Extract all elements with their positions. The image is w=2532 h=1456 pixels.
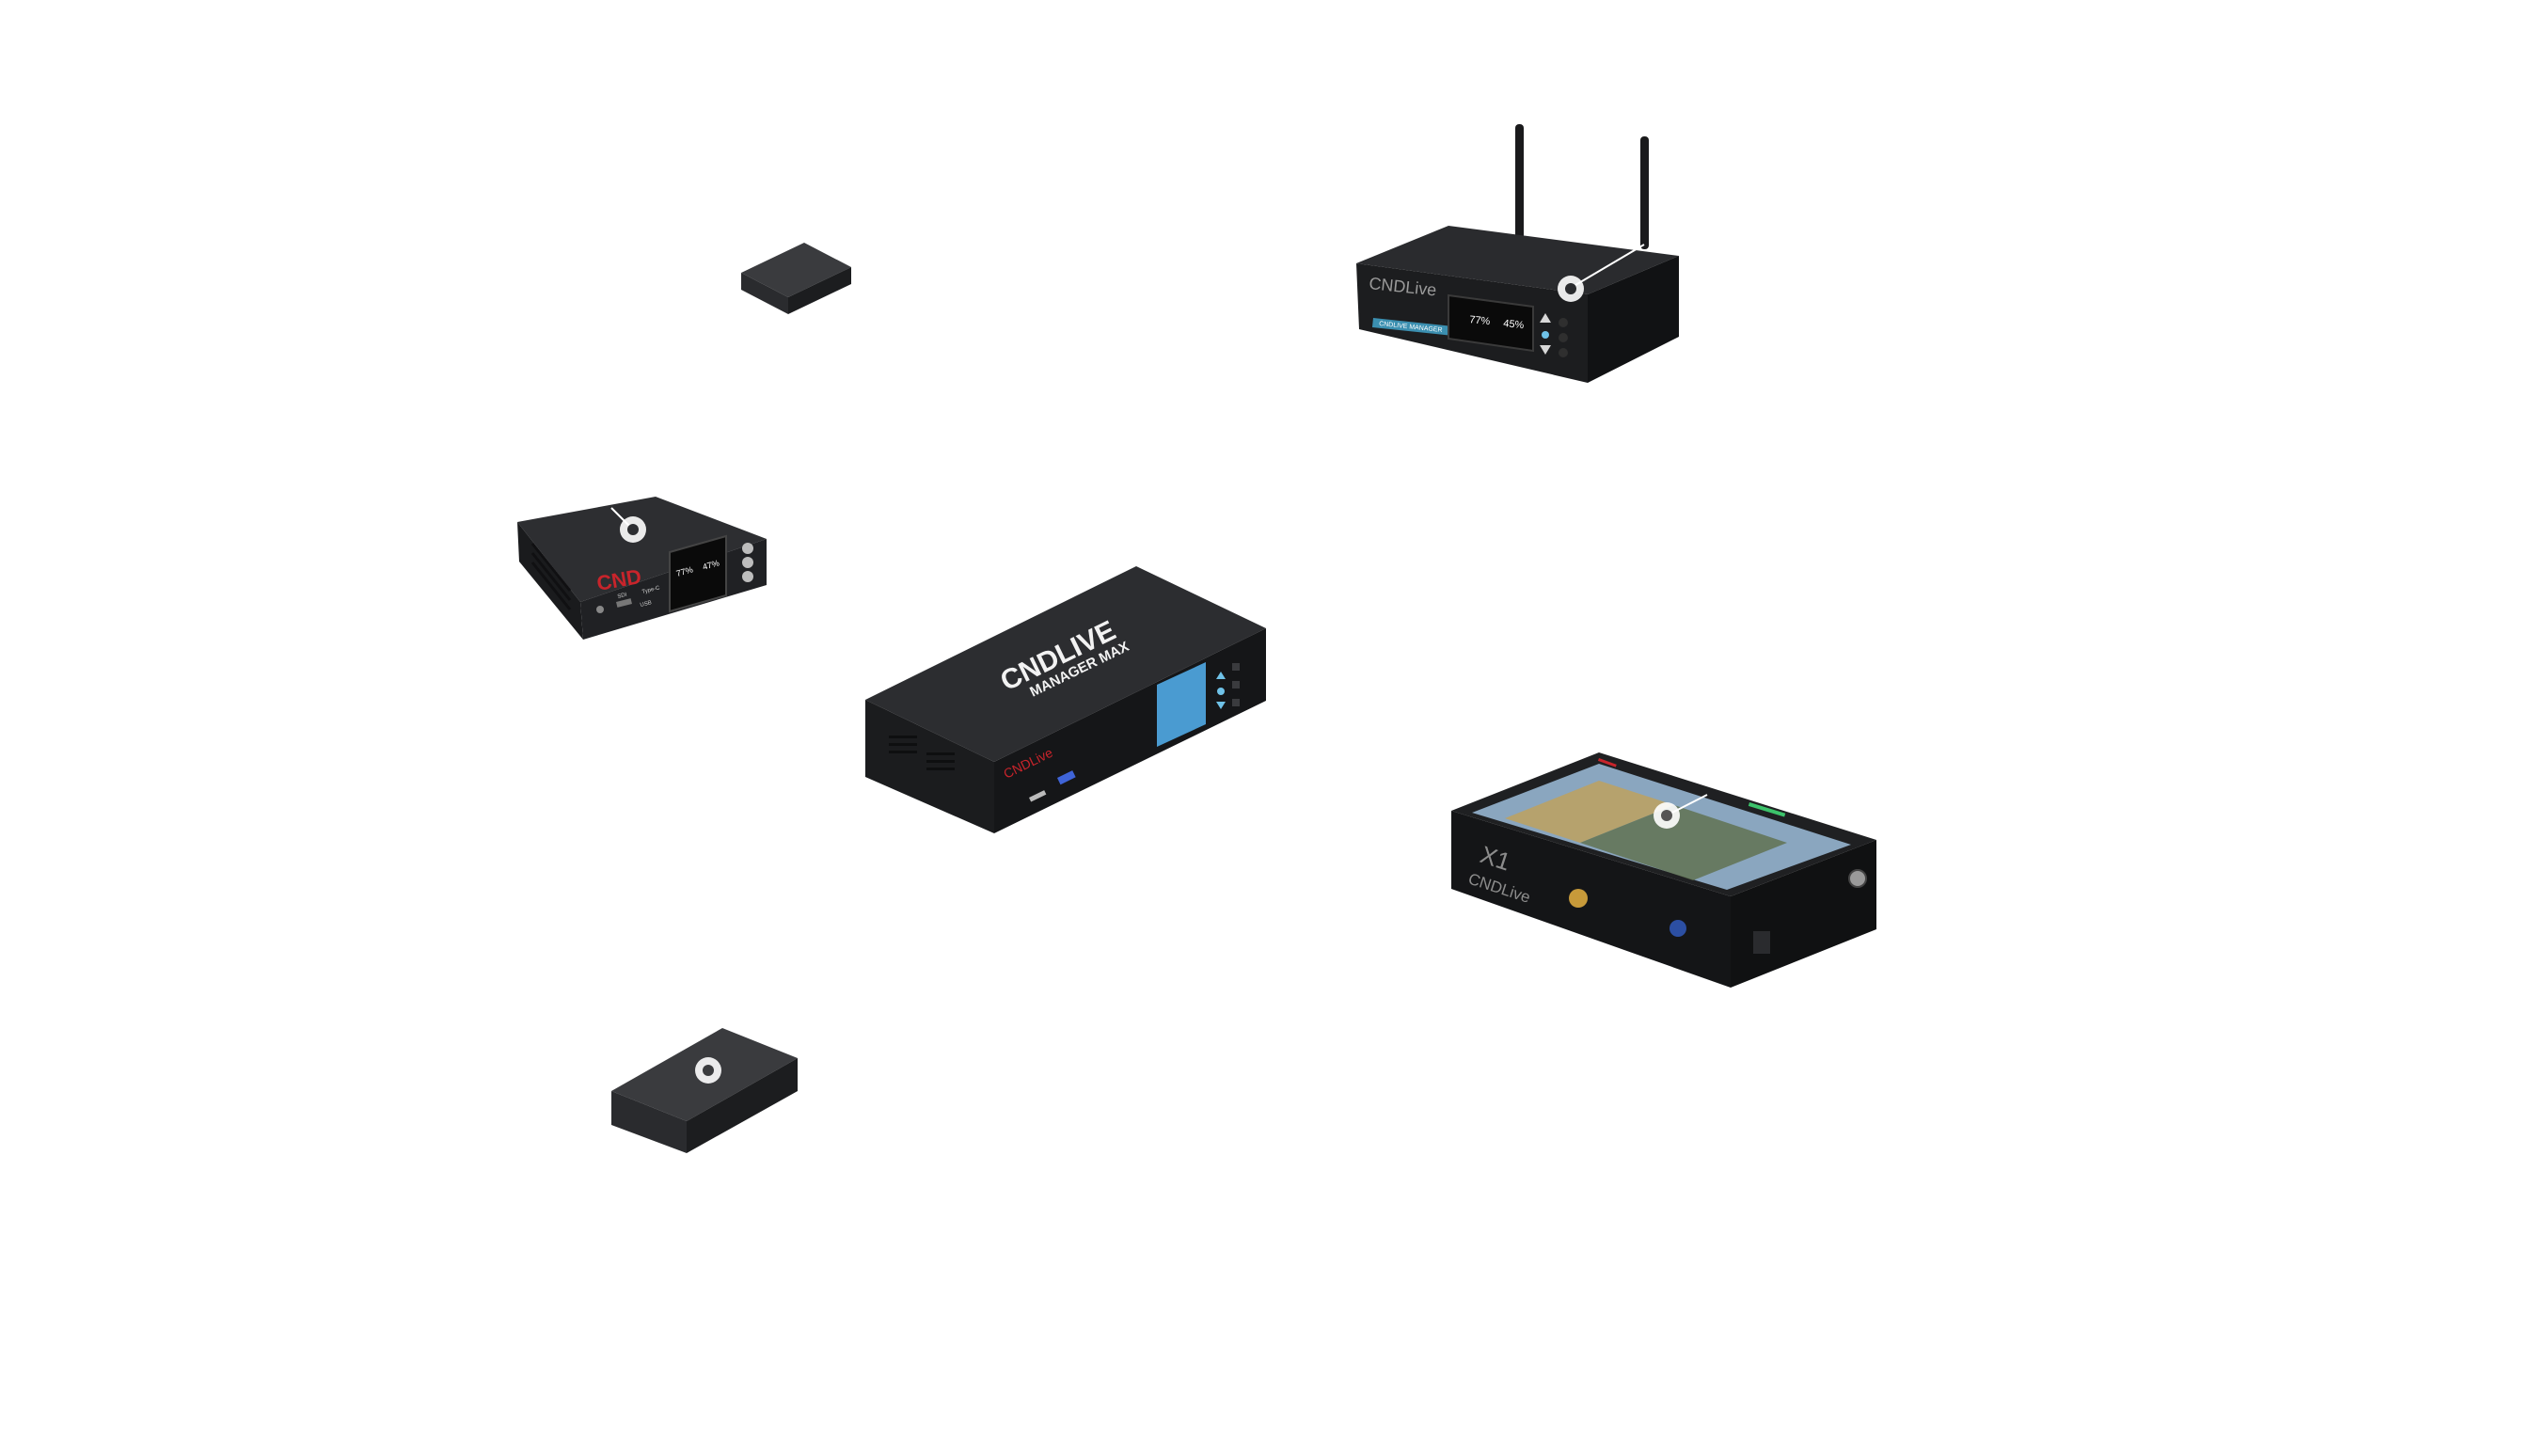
router-screen (1448, 293, 1534, 353)
encoder-left-face (517, 522, 583, 640)
router-nav-buttons[interactable] (1540, 313, 1568, 357)
router-hotspot-leader (1570, 244, 1645, 289)
encoder-screen (669, 534, 727, 613)
x1-monitor-device[interactable]: X1 CNDLive (1451, 752, 1876, 988)
manager-up-button[interactable] (1216, 672, 1226, 679)
x1-screen-recording-bar (1597, 757, 1617, 768)
manager-vents (889, 736, 955, 770)
encoder-top-face (517, 497, 767, 602)
manager-left-face (865, 700, 994, 833)
mini-encoder-device[interactable]: CND 77% 47% SDI Type-C USB (517, 497, 767, 640)
target-circle-icon-center (627, 524, 639, 535)
target-circle-icon-center (703, 1065, 714, 1076)
router-side-face (1588, 256, 1679, 383)
router-side-button-3[interactable] (1559, 348, 1568, 357)
encoder-port-sdi (615, 598, 632, 608)
encoder-button-3[interactable] (742, 571, 753, 582)
x1-knob[interactable] (1848, 869, 1867, 888)
encoder-screen-reading-a: 77% (675, 564, 694, 578)
manager-usb-a-port (1057, 770, 1076, 785)
box-right-face (687, 1058, 798, 1153)
router-down-button[interactable] (1540, 345, 1551, 355)
x1-blue-connector (1670, 920, 1686, 937)
router-top-face (1356, 226, 1679, 294)
manager-side-button-1[interactable] (1232, 663, 1240, 671)
router-screen-reading-b: 45% (1503, 318, 1525, 331)
x1-front-face (1451, 811, 1731, 988)
x1-screen-status-bar (1748, 802, 1786, 817)
manager-screen (1157, 662, 1206, 747)
router-device[interactable]: CNDLive CNDLIVE MANAGER 77% 45% (1356, 124, 1679, 383)
router-antenna-right (1640, 136, 1649, 249)
x1-screen-field (1505, 781, 1674, 843)
target-circle-icon-center (1565, 283, 1576, 294)
encoder-port-label-a: SDI (617, 593, 627, 600)
x1-screen-road (1580, 805, 1787, 880)
box-top-face (741, 243, 851, 297)
manager-down-button[interactable] (1216, 702, 1226, 709)
box-left-face (611, 1091, 687, 1153)
encoder-button-1[interactable] (742, 543, 753, 554)
router-side-button-1[interactable] (1559, 318, 1568, 327)
encoder-hotspot[interactable] (620, 516, 646, 543)
manager-usb-c-port (1029, 790, 1047, 802)
box-left-face (741, 273, 788, 314)
encoder-port-label-b: Type-C (641, 585, 661, 595)
router-antenna-left (1515, 124, 1524, 246)
router-up-button[interactable] (1540, 313, 1551, 323)
router-screen-reading-a: 77% (1469, 314, 1491, 327)
target-circle-icon-center (1661, 810, 1672, 821)
manager-ok-button[interactable] (1217, 688, 1225, 695)
manager-side-button-3[interactable] (1232, 699, 1240, 706)
manager-max-device[interactable]: CNDLIVE MANAGER MAX CNDLive (865, 566, 1266, 833)
router-ok-button[interactable] (1542, 331, 1549, 339)
encoder-screen-reading-b: 47% (702, 558, 720, 572)
encoder-button-2[interactable] (742, 557, 753, 568)
box-right-face (788, 267, 851, 314)
encoder-vents (530, 543, 572, 610)
x1-power-port (1753, 931, 1770, 954)
router-model-strip (1371, 318, 1450, 336)
small-box-device-bottom[interactable] (611, 1028, 798, 1153)
router-side-button-2[interactable] (1559, 333, 1568, 342)
box-hotspot[interactable] (695, 1057, 721, 1084)
x1-gold-connector (1569, 889, 1588, 908)
small-box-device-top[interactable] (741, 243, 851, 314)
manager-side-button-2[interactable] (1232, 681, 1240, 688)
manager-top-face (865, 566, 1266, 762)
headphone-jack-icon (596, 606, 604, 613)
x1-hotspot[interactable] (1654, 802, 1680, 829)
encoder-port-label-c: USB (640, 600, 652, 609)
router-hotspot[interactable] (1558, 276, 1584, 302)
